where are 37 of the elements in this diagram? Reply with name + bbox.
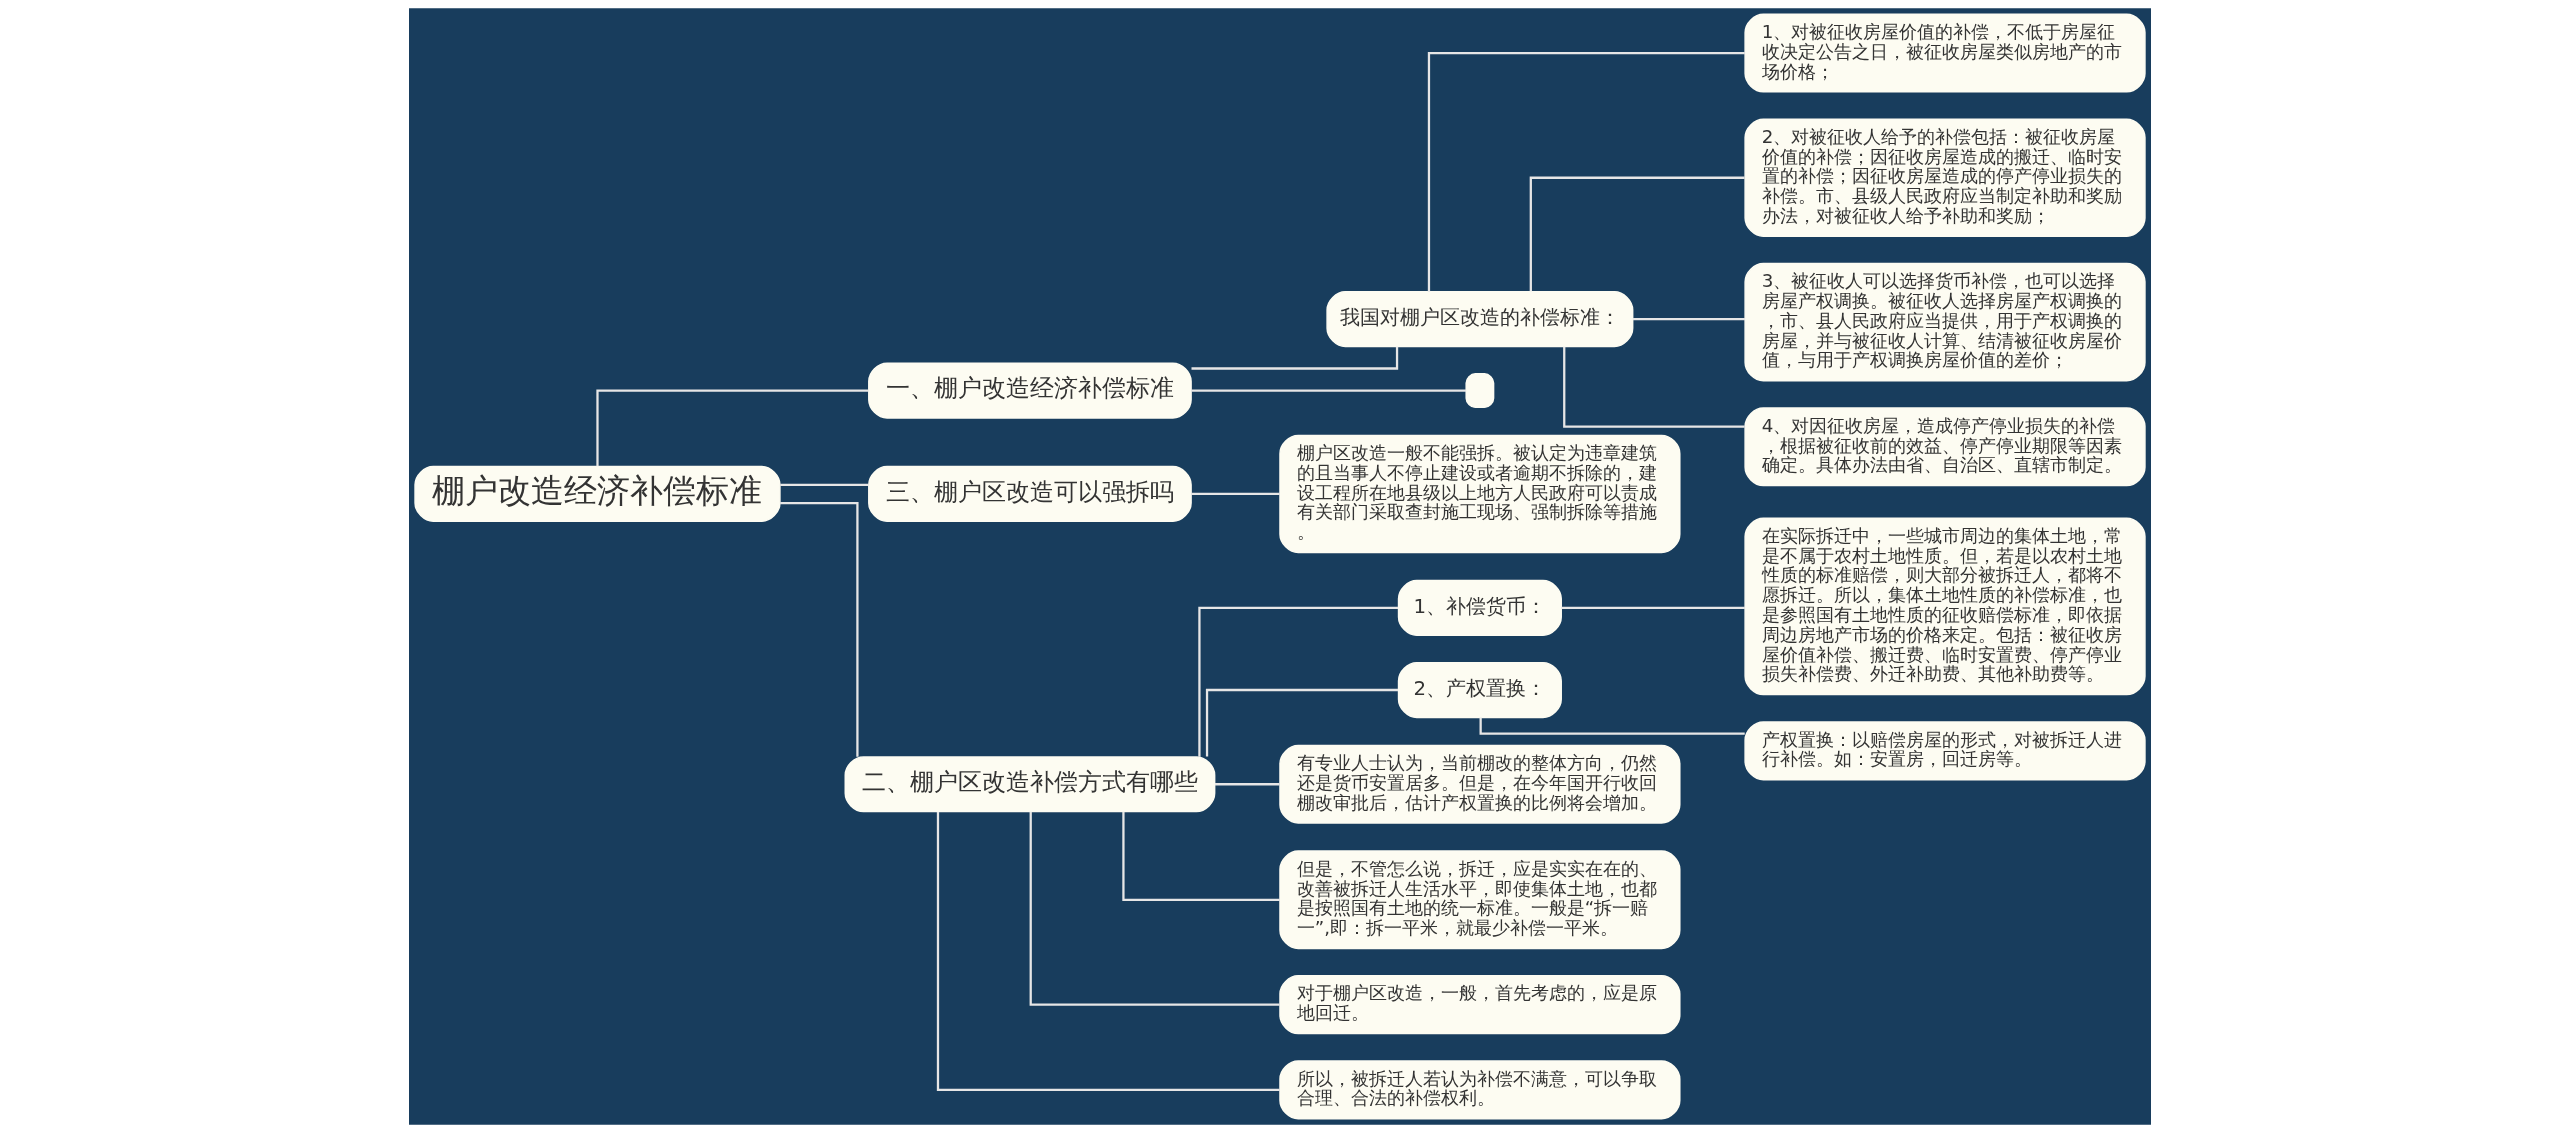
node-box: 一、棚户改造经济补偿标准 [868,362,1192,419]
node-box: 二、棚户区改造补偿方式有哪些 [844,756,1216,813]
connector [1191,389,1467,392]
node-box: 2、产权置换： [1397,661,1562,719]
node-box: 三、棚户区改造可以强拆吗 [868,465,1192,523]
connector [1214,783,1280,786]
connector [1529,176,1745,292]
connector [1122,811,1280,901]
connector [780,501,859,757]
node-box: 2、对被征收人给予的补偿包括：被征收房屋价值的补偿；因征收房屋造成的搬迁、临时安置的补偿；因征收房屋造成的停产停业损失的补偿。市、县级人民政府应当制定补助和奖励办法，对被征收人给予补助和奖励； [1744,118,2146,237]
node-box: 有专业人士认为，当前棚改的整体方向，仍然还是货币安置居多。但是，在今年国开行收回棚改审批后，估计产权置换的比例将会增加。 [1279,744,1681,824]
connector [596,389,869,467]
connector [780,483,869,486]
node-box: 对于棚户区改造，一般，首先考虑的，应是原地回迁。 [1279,975,1681,1035]
connector [936,811,1280,1091]
connector [1479,717,1745,735]
node-box: 产权置换：以赔偿房屋的形式，对被拆迁人进行补偿。如：安置房，回迁房等。 [1744,721,2146,781]
connector [1563,346,1745,428]
node-box: 我国对棚户区改造的补偿标准： [1326,291,1634,348]
connector [1427,51,1745,292]
node-box: 在实际拆迁中，一些城市周边的集体土地，常是不属于农村土地性质。但，若是以农村土地性质的标准赔偿，则大部分被拆迁人，都将不愿拆迁。所以，集体土地性质的补偿标准，也是参照国有土地性质的征收赔偿标准，即依据周边房地产市场的价格来定。包括：被征收房屋价值补偿、搬迁费、临时安置费、停产停业损失补偿费、外迁补助费、其他补助费等。 [1744,517,2146,696]
node-box [1465,373,1495,409]
node-box: 4、对因征收房屋，造成停产停业损失的补偿，根据被征收前的效益、停产停业期限等因素确定。具体办法由省、自治区、直辖市制定。 [1744,407,2146,487]
node-box: 所以，被拆迁人若认为补偿不满意，可以争取合理、合法的补偿权利。 [1279,1060,1681,1120]
node-box: 棚户区改造一般不能强拆。被认定为违章建筑的且当事人不停止建设或者逾期不拆除的，建设工程所在地县级以上地方人民政府可以责成有关部门采取查封施工现场、强制拆除等措施。 [1279,434,1681,554]
connector [1198,606,1398,757]
connector [1205,688,1398,757]
connector [1632,317,1746,321]
connector [1191,346,1399,370]
node-box: 3、被征收人可以选择货币补偿，也可以选择房屋产权调换。被征收人选择房屋产权调换的，市、县人民政府应当提供，用于产权调换的房屋，并与被征收人计算、结清被征收房屋价值，与用于产权调换房屋价值的差价； [1744,262,2146,382]
node-box: 1、对被征收房屋价值的补偿，不低于房屋征收决定公告之日，被征收房屋类似房地产的市场价格； [1744,13,2146,93]
node-box: 但是，不管怎么说，拆迁，应是实实在在的、改善被拆迁人生活水平，即使集体土地，也都是按照国有土地的统一标准。一般是“拆一赔一”,即：拆一平米，就最少补偿一平米。 [1279,850,1681,950]
connector [1029,811,1280,1006]
connector [1191,492,1280,496]
node-box: 棚户改造经济补偿标准 [414,465,781,523]
connector [1561,606,1745,610]
node-box: 1、补偿货币： [1397,579,1562,637]
